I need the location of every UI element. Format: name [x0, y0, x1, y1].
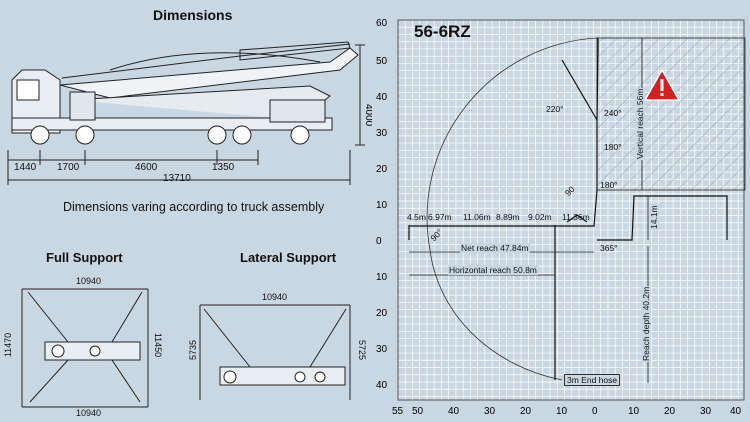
- y-tick-label: 60: [376, 18, 388, 29]
- warning-triangle-icon: [643, 68, 681, 101]
- full-support-right-height: 11450: [153, 332, 164, 358]
- x-tick-label: 20: [520, 406, 532, 417]
- grid-frame: [397, 19, 745, 401]
- section-length-1: 4.5m: [407, 212, 426, 222]
- angle-220: 220°: [546, 104, 564, 114]
- x-tick-label: 55: [392, 406, 404, 417]
- dim-segment-4: 1350: [212, 162, 235, 173]
- vertical-reach-label: Vertical reach 56m: [635, 87, 645, 160]
- y-tick-label: 20: [376, 308, 388, 319]
- lateral-support-heading: Lateral Support: [240, 250, 337, 265]
- section-length-2: 6.97m: [428, 212, 452, 222]
- reach-depth-label: Reach depth 40.2m: [641, 285, 651, 362]
- angle-365: 365°: [600, 243, 618, 253]
- x-tick-label: 40: [730, 406, 742, 417]
- x-tick-label: 30: [700, 406, 712, 417]
- full-support-bottom-width: 10940: [76, 408, 102, 418]
- y-tick-label: 10: [376, 272, 388, 283]
- y-tick-label: 50: [376, 56, 388, 67]
- full-support-top-width: 10940: [76, 276, 102, 286]
- model-name: 56-6RZ: [414, 22, 471, 41]
- end-hose-label: 3m End hose: [564, 374, 621, 386]
- lateral-support-drawing: [199, 304, 351, 400]
- net-reach-label: Net reach 47.84m: [460, 243, 530, 253]
- x-tick-label: 10: [628, 406, 640, 417]
- reach-diagram: 55 50 40 30 20 10 0 10 20 30 40 60 50 40 30 20 10 0 10 20 3…: [372, 0, 750, 422]
- full-support-drawing: [21, 288, 149, 408]
- y-tick-label: 30: [376, 344, 388, 355]
- boom-path: [408, 38, 728, 380]
- dimensions-panel: Dimensions: [0, 0, 372, 422]
- hazard-zone: [596, 37, 746, 191]
- dim-segment-3: 4600: [135, 162, 158, 173]
- x-tick-label: 20: [664, 406, 676, 417]
- reach-envelope: [426, 37, 598, 381]
- angle-240: 240°: [604, 108, 622, 118]
- x-tick-label: 50: [412, 406, 424, 417]
- y-tick-label: 10: [376, 200, 388, 211]
- section-length-6: 11.36m: [562, 212, 590, 222]
- lateral-support-top-width: 10940: [262, 292, 288, 302]
- full-support-heading: Full Support: [46, 250, 123, 265]
- full-support-left-height: 11470: [3, 332, 14, 358]
- height-dim-label: 4000: [363, 104, 372, 127]
- section-length-5: 9.02m: [528, 212, 552, 222]
- section-length-3: 11.06m: [463, 212, 491, 222]
- height-14-label: 14.1m: [649, 204, 659, 230]
- dimensions-heading: Dimensions: [153, 7, 233, 23]
- truck-side-view: 4000: [7, 41, 372, 185]
- angle-180-lower: 180°: [600, 180, 618, 190]
- y-tick-label: 30: [376, 128, 388, 139]
- dim-total-length: 13710: [163, 173, 191, 184]
- y-tick-label: 40: [376, 380, 388, 391]
- lateral-support-right-height: 5725: [357, 339, 368, 361]
- y-tick-label: 20: [376, 164, 388, 175]
- dim-segment-1: 1440: [14, 162, 37, 173]
- dim-segment-2: 1700: [57, 162, 80, 173]
- x-tick-label: 40: [448, 406, 460, 417]
- assembly-note: Dimensions varing according to truck ass…: [63, 200, 325, 214]
- y-tick-label: 40: [376, 92, 388, 103]
- section-length-4: 8.89m: [496, 212, 520, 222]
- lateral-support-left-height: 5735: [188, 339, 199, 361]
- x-tick-label: 0: [592, 406, 598, 417]
- angle-180-upper: 180°: [604, 142, 622, 152]
- horizontal-reach-label: Horizontal reach 50.8m: [448, 265, 538, 275]
- x-tick-label: 10: [556, 406, 568, 417]
- y-tick-label: 0: [376, 236, 382, 247]
- x-tick-label: 30: [484, 406, 496, 417]
